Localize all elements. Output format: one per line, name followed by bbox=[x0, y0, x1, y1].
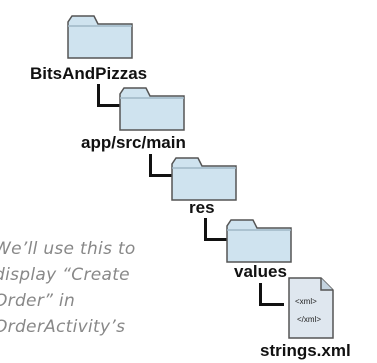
tree-connector bbox=[149, 154, 174, 177]
xml-open-tag: <xml> bbox=[295, 297, 317, 306]
handwritten-annotation: We’ll use this to display “Create Order”… bbox=[0, 236, 184, 340]
folder-label-values: values bbox=[234, 262, 287, 281]
folder-icon bbox=[226, 219, 292, 263]
folder-icon bbox=[67, 15, 133, 59]
tree-connector bbox=[259, 283, 284, 306]
folder-label-app-src-main: app/src/main bbox=[81, 133, 186, 152]
folder-icon bbox=[119, 87, 185, 131]
folder-label-bitsandpizzas: BitsAndPizzas bbox=[30, 64, 148, 83]
xml-file-icon: <xml> </xml> bbox=[288, 277, 334, 339]
file-label-strings-xml: strings.xml bbox=[260, 341, 351, 360]
annotation-line: display “Create bbox=[0, 265, 130, 285]
annotation-line: OrderActivity’s bbox=[0, 317, 126, 337]
tree-connector bbox=[97, 84, 122, 107]
folder-icon bbox=[171, 157, 237, 201]
folder-label-res: res bbox=[189, 198, 215, 217]
tree-connector bbox=[204, 218, 229, 241]
annotation-line: Order” in bbox=[0, 291, 76, 311]
xml-close-tag: </xml> bbox=[297, 315, 321, 324]
annotation-line: We’ll use this to bbox=[0, 239, 136, 259]
